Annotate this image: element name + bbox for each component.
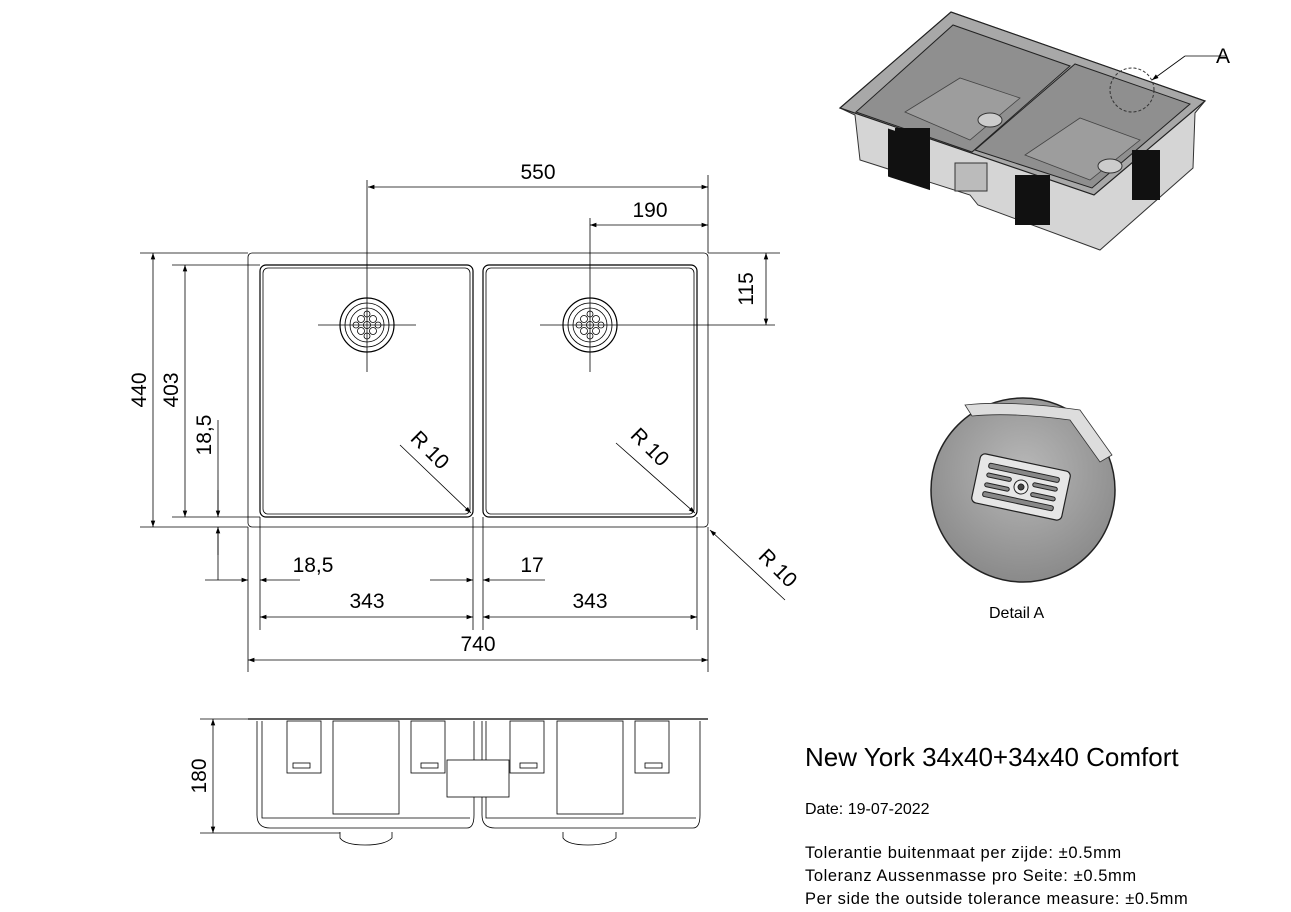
dim-190: 190 xyxy=(632,199,667,222)
tolerance-de: Toleranz Aussenmasse pro Seite: ±0.5mm xyxy=(805,867,1137,885)
drawing-date: Date: 19-07-2022 xyxy=(805,801,930,818)
sink-outline xyxy=(247,252,709,528)
dim-740: 740 xyxy=(460,633,495,656)
dim-17: 17 xyxy=(520,554,543,577)
left-bowl xyxy=(259,264,474,518)
isometric-view: A xyxy=(838,11,1230,251)
top-view: 550 190 115 440 403 18,5 18,5 17 343 343… xyxy=(128,161,801,672)
right-drain xyxy=(540,218,775,372)
detail-a-label: Detail A xyxy=(989,605,1045,622)
tolerance-en: Per side the outside tolerance measure: … xyxy=(805,890,1189,908)
dim-r10-left: R 10 xyxy=(406,427,454,475)
dim-343-right: 343 xyxy=(572,590,607,613)
dim-550: 550 xyxy=(520,161,555,184)
dim-115: 115 xyxy=(735,272,758,305)
dim-r10-right: R 10 xyxy=(626,424,674,472)
detail-a-view xyxy=(930,397,1116,583)
tolerance-nl: Tolerantie buitenmaat per zijde: ±0.5mm xyxy=(805,844,1122,862)
dim-440: 440 xyxy=(128,372,151,407)
dim-403: 403 xyxy=(160,372,183,407)
dim-18-5-vertical: 18,5 xyxy=(193,415,216,456)
left-drain xyxy=(318,180,416,372)
dim-r10-outer: R 10 xyxy=(754,545,802,593)
side-view: 180 xyxy=(188,718,708,846)
dim-18-5-horizontal: 18,5 xyxy=(293,554,334,577)
dim-343-left: 343 xyxy=(349,590,384,613)
detail-marker-a: A xyxy=(1216,45,1230,68)
product-title: New York 34x40+34x40 Comfort xyxy=(805,742,1179,772)
dim-180: 180 xyxy=(188,758,211,793)
